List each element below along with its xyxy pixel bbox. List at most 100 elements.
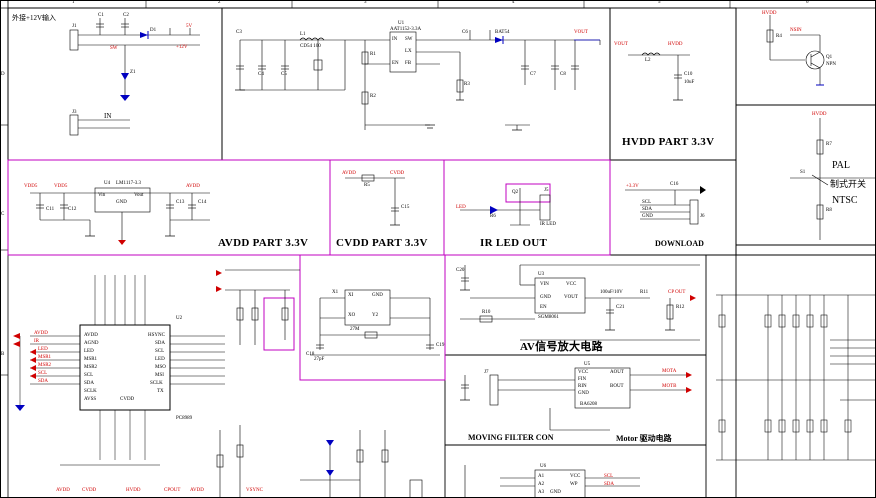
download-pin-gnd: GND xyxy=(642,214,653,219)
section-frames xyxy=(7,7,876,498)
av-amp-pin-gnd: GND xyxy=(540,295,551,300)
ir-conn: J5 xyxy=(544,188,549,193)
hvdd-cap: C10 xyxy=(684,72,693,77)
av-amp-pin-vcc: VCC xyxy=(566,282,577,287)
hvdd-title: HVDD PART 3.3V xyxy=(622,136,715,148)
ir-led-title: IR LED OUT xyxy=(480,237,548,249)
mcu-lp-9: CVDD xyxy=(120,397,135,402)
reg-pin-fb: FB xyxy=(405,61,412,66)
motor-pin-vcc: VCC xyxy=(578,370,589,375)
mcu-lp-1: AGND xyxy=(84,341,99,346)
download-pin-sda: SDA xyxy=(642,207,653,212)
avdd-title: AVDD PART 3.3V xyxy=(218,237,309,249)
hvdd-in-net: VOUT xyxy=(614,42,628,47)
pal-label: PAL xyxy=(832,160,850,171)
pal-res: R7 xyxy=(826,142,832,147)
bottom-chip: U6 xyxy=(540,464,547,469)
ruler-row-d: D xyxy=(1,72,5,77)
mcu-lp-3: MSR1 xyxy=(84,357,98,362)
xtal-name: X1 xyxy=(332,290,339,295)
reg-diode: BAT54 xyxy=(495,30,510,35)
motor-title: Motor 驱动电路 xyxy=(616,434,672,443)
avdd-part: LM1117-3.3 xyxy=(116,181,142,186)
bottom-net-avdd: AVDD xyxy=(56,488,70,493)
net-12v: +12V xyxy=(176,45,188,50)
motor-chip: U5 xyxy=(584,362,591,367)
reg-cap-c8: C8 xyxy=(560,72,566,77)
mcu-rp-4: MSO xyxy=(155,365,166,370)
bottom-pin-a3: A3 xyxy=(538,490,545,495)
ir-res: R6 xyxy=(490,214,496,219)
motor-pin-gnd: GND xyxy=(578,391,589,396)
q1-supply-net: HVDD xyxy=(762,11,777,16)
cap-c2: C2 xyxy=(123,13,129,18)
av-amp-cap-c20: C20 xyxy=(456,268,465,273)
xtal-part: 27M xyxy=(350,327,360,332)
ir-part: IR LED xyxy=(540,222,556,227)
mcu-net-sda: SDA xyxy=(38,379,49,384)
xtal-cap-value: 27pF xyxy=(314,357,325,362)
av-amp-part: SGM8061 xyxy=(538,315,559,320)
inductor-l1: L1 xyxy=(300,32,306,37)
av-amp-pin-vin: VIN xyxy=(540,282,549,287)
reg-res-r1: R1 xyxy=(370,52,376,57)
avdd-in-net-2: VDD5 xyxy=(54,184,68,189)
hvdd-inductor: L2 xyxy=(645,58,651,63)
bottom-net-hvdd: HVDD xyxy=(126,488,141,493)
bottom-pin-wp: WP xyxy=(570,482,578,487)
xtal-pin-xi: XI xyxy=(348,293,354,298)
cvdd-cap: C15 xyxy=(401,205,410,210)
q1-type: NPN xyxy=(826,62,837,67)
reg-cap-c6: C6 xyxy=(462,30,468,35)
mcu-rp-2: SCL xyxy=(155,349,165,354)
mcu-net-msr2: MSR2 xyxy=(38,363,52,368)
ir-q2: Q2 xyxy=(512,190,519,195)
avdd-pin-gnd: GND xyxy=(116,200,127,205)
mcu-lp-6: SDA xyxy=(84,381,95,386)
av-amp-title: AV信号放大电路 xyxy=(520,341,603,353)
mcu-lp-4: MSR2 xyxy=(84,365,98,370)
xtal-pin-xo: XO xyxy=(348,313,356,318)
q1-net-out: NSIN xyxy=(790,28,802,33)
reg-res-r2: R2 xyxy=(370,94,376,99)
moving-filter-title: MOVING FILTER CON xyxy=(468,433,554,442)
mcu-u2: U2 xyxy=(176,316,183,321)
power-input-note: 外接+12V输入 xyxy=(12,14,57,22)
ruler-col-4: 4 xyxy=(512,0,515,5)
bottom-pin-vcc: VCC xyxy=(570,474,581,479)
avdd-chip: U4 xyxy=(104,181,111,186)
bottom-net-avdd-2: AVDD xyxy=(190,488,204,493)
reg-res-r3: R3 xyxy=(464,82,470,87)
mcu-net-led: LED xyxy=(38,347,48,352)
conn-j3: J3 xyxy=(72,110,77,115)
av-amp-res-r10: R10 xyxy=(482,310,491,315)
ruler-row-c: C xyxy=(1,212,5,217)
ir-led-net: LED xyxy=(456,205,466,210)
magenta-frames xyxy=(7,159,611,381)
ntsc-label: NTSC xyxy=(832,195,858,206)
conn-j1: J1 xyxy=(72,24,77,29)
reg-cap-c7: C7 xyxy=(530,72,536,77)
xtal-pin-gnd: GND xyxy=(372,293,383,298)
mcu-rp-6: SCLK xyxy=(150,381,163,386)
ruler-col-5: 5 xyxy=(658,0,661,5)
av-amp-net-out: CP OUT xyxy=(668,290,686,295)
download-net: +3.3V xyxy=(626,184,639,189)
av-amp-cap-c21: C21 xyxy=(616,305,625,310)
avdd-pin-vout: Vout xyxy=(134,193,144,198)
inductor-value: CD54 100 xyxy=(300,44,321,49)
xtal-cap-c19: C19 xyxy=(436,343,445,348)
reg-cap-c5: C5 xyxy=(281,72,287,77)
in-label: IN xyxy=(104,112,112,120)
download-pin-scl: SCL xyxy=(642,200,652,205)
mcu-rp-3: LED xyxy=(155,357,165,362)
hvdd-out-net: HVDD xyxy=(668,42,683,47)
reg-pin-sw: SW xyxy=(405,37,413,42)
mcu-lp-8: AVSS xyxy=(84,397,97,402)
mcu-rp-7: TX xyxy=(157,389,164,394)
cvdd-out-net: CVDD xyxy=(390,171,405,176)
bottom-pin-scl: SCL xyxy=(604,474,614,479)
q1-label: Q1 xyxy=(826,55,833,60)
download-conn: J6 xyxy=(700,214,705,219)
